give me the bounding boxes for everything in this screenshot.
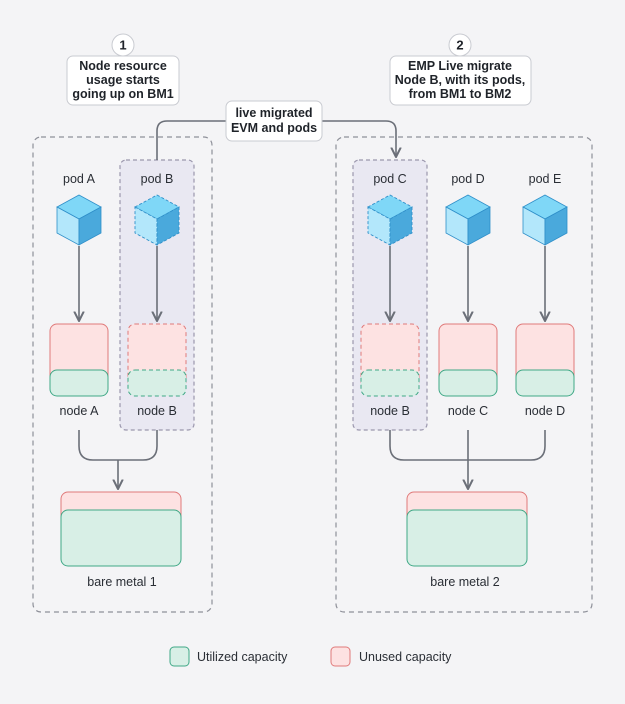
- pod-e-label: pod E: [529, 172, 562, 186]
- step-1-line-3: going up on BM1: [72, 87, 173, 101]
- step-2-number: 2: [456, 38, 463, 53]
- pod-c-cube-icon: [367, 194, 413, 246]
- node-d-label: node D: [525, 404, 565, 418]
- legend-utilized-label: Utilized capacity: [197, 650, 288, 664]
- migration-label-line-1: live migrated: [235, 106, 312, 120]
- node-d-utilized: [515, 369, 575, 397]
- node-b-target: [360, 323, 420, 397]
- pod-e-cube-icon: [522, 194, 568, 246]
- node-c-label: node C: [448, 404, 488, 418]
- bare-metal-1-utilized: [60, 509, 182, 567]
- step-1-number: 1: [119, 38, 126, 53]
- bare-metal-1-label: bare metal 1: [87, 575, 157, 589]
- bare-metal-2: [406, 491, 528, 567]
- node-b-source-utilized: [127, 369, 187, 397]
- step-2-callout: 2 EMP Live migrate Node B, with its pods…: [389, 33, 532, 106]
- migration-label-line-2: EVM and pods: [231, 121, 317, 135]
- node-b-source: [127, 323, 187, 397]
- step-2-box: [389, 55, 532, 106]
- legend-unused-swatch: [330, 646, 351, 667]
- node-b-target-label: node B: [370, 404, 410, 418]
- step-2-line-2: Node B, with its pods,: [395, 73, 526, 87]
- legend-unused-label: Unused capacity: [359, 650, 452, 664]
- step-1-callout: 1 Node resource usage starts going up on…: [66, 33, 180, 106]
- bare-metal-2-utilized: [406, 509, 528, 567]
- legend-utilized-swatch: [169, 646, 190, 667]
- step-1-box: [66, 55, 180, 106]
- pod-b-ghost-cube-icon: [134, 194, 180, 246]
- bare-metal-1-container: [32, 136, 213, 613]
- step-2-line-1: EMP Live migrate: [408, 59, 512, 73]
- pod-d-cube-icon: [445, 194, 491, 246]
- step-1-line-2: usage starts: [86, 73, 160, 87]
- migration-label-box: live migrated EVM and pods: [225, 100, 323, 142]
- node-a: [49, 323, 109, 397]
- pod-a-cube-icon: [56, 194, 102, 246]
- bare-metal-2-container: [335, 136, 593, 613]
- node-b-source-label: node B: [137, 404, 177, 418]
- node-a-utilized: [49, 369, 109, 397]
- bare-metal-2-label: bare metal 2: [430, 575, 500, 589]
- pod-a-label: pod A: [63, 172, 96, 186]
- node-b-target-utilized: [360, 369, 420, 397]
- bm2-merge-connector: [389, 430, 546, 489]
- legend: Utilized capacity Unused capacity: [169, 646, 452, 667]
- pod-d-label: pod D: [451, 172, 484, 186]
- step-2-line-3: from BM1 to BM2: [409, 87, 512, 101]
- pod-c-label: pod C: [373, 172, 406, 186]
- bm1-merge-connector: [78, 430, 158, 489]
- node-c: [438, 323, 498, 397]
- bare-metal-1: [60, 491, 182, 567]
- pod-b-label: pod B: [141, 172, 174, 186]
- node-c-utilized: [438, 369, 498, 397]
- step-1-line-1: Node resource: [79, 59, 167, 73]
- node-a-label: node A: [60, 404, 100, 418]
- node-d: [515, 323, 575, 397]
